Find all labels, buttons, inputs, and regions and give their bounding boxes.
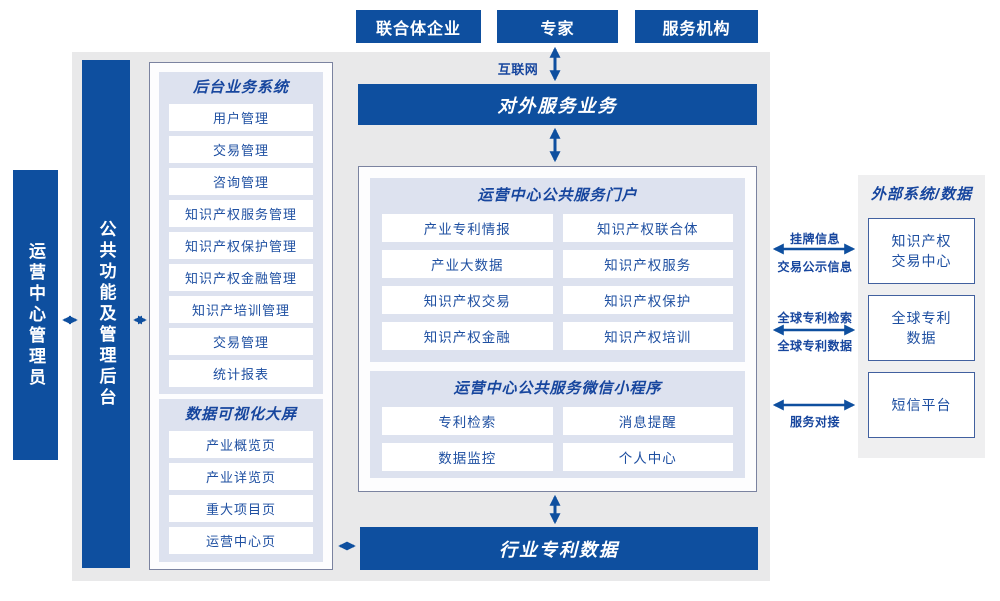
wechat-miniprogram-panel: 运营中心公共服务微信小程序 专利检索 消息提醒 数据监控 个人中心 — [370, 371, 745, 478]
portal-item-ip-training: 知识产权培训 — [562, 322, 733, 350]
backend-item-ip-protection-mgmt: 知识产权保护管理 — [169, 232, 313, 259]
backend-item-ip-service-mgmt: 知识产权服务管理 — [169, 200, 313, 227]
public-service-portal-title: 运营中心公共服务门户 — [477, 187, 638, 204]
actor-box-service-agency: 服务机构 — [635, 10, 758, 43]
portal-item-industry-patent-intel: 产业专利情报 — [382, 214, 553, 242]
portal-item-ip-finance: 知识产权金融 — [382, 322, 553, 350]
center-outer-box: 运营中心公共服务门户 产业专利情报 知识产权联合体 产业大数据 知识产权服务 知… — [358, 166, 757, 492]
service-connect-label: 服务对接 — [789, 415, 840, 429]
mini-item-message-reminder: 消息提醒 — [562, 407, 733, 435]
data-visualization-panel: 数据可视化大屏 产业概览页 产业详览页 重大项目页 运营中心页 — [159, 399, 323, 562]
backend-item-ip-training-mgmt: 知识产培训管理 — [169, 296, 313, 323]
screen-item-major-project: 重大项目页 — [169, 495, 313, 522]
portal-item-industry-bigdata: 产业大数据 — [382, 250, 553, 278]
actor-box-consortium-enterprise: 联合体企业 — [356, 10, 481, 43]
internet-label: 互联网 — [497, 62, 539, 77]
external-service-bar: 对外服务业务 — [358, 84, 757, 125]
screen-item-operation-center: 运营中心页 — [169, 527, 313, 554]
public-function-backend-bar: 公共功能及管理后台 — [82, 60, 130, 568]
external-systems-content: 外部系统/数据 知识产权 交易中心 全球专利 数据 短信平台 — [858, 175, 985, 458]
industry-patent-data-bar: 行业专利数据 — [360, 527, 758, 570]
portal-item-ip-service: 知识产权服务 — [562, 250, 733, 278]
portal-item-ip-protection: 知识产权保护 — [562, 286, 733, 314]
backend-item-stat-report: 统计报表 — [169, 360, 313, 387]
mini-item-patent-search: 专利检索 — [382, 407, 553, 435]
external-box-global-patent-data: 全球专利 数据 — [868, 295, 975, 361]
external-box-ip-trade-center: 知识产权 交易中心 — [868, 218, 975, 284]
external-box-sms-platform: 短信平台 — [868, 372, 975, 438]
screen-item-industry-overview: 产业概览页 — [169, 431, 313, 458]
trade-publicity-label: 交易公示信息 — [777, 260, 853, 274]
global-patent-data-label: 全球专利数据 — [777, 339, 853, 353]
backend-item-trade-mgmt-2: 交易管理 — [169, 328, 313, 355]
backend-outer-box: 后台业务系统 用户管理 交易管理 咨询管理 知识产权服务管理 知识产权保护管理 … — [149, 62, 333, 570]
wechat-miniprogram-title: 运营中心公共服务微信小程序 — [453, 380, 662, 397]
global-patent-search-label: 全球专利检索 — [777, 311, 853, 325]
mini-item-personal-center: 个人中心 — [562, 443, 733, 471]
listing-info-label: 挂牌信息 — [789, 232, 840, 246]
external-systems-title: 外部系统/数据 — [870, 186, 973, 203]
backend-item-user-mgmt: 用户管理 — [169, 104, 313, 131]
backend-item-trade-mgmt: 交易管理 — [169, 136, 313, 163]
backend-business-system-title: 后台业务系统 — [192, 79, 289, 96]
actor-box-expert: 专家 — [497, 10, 618, 43]
portal-item-ip-consortium: 知识产权联合体 — [562, 214, 733, 242]
public-service-portal-panel: 运营中心公共服务门户 产业专利情报 知识产权联合体 产业大数据 知识产权服务 知… — [370, 178, 745, 362]
backend-item-consult-mgmt: 咨询管理 — [169, 168, 313, 195]
screen-item-industry-detail: 产业详览页 — [169, 463, 313, 490]
backend-business-system-panel: 后台业务系统 用户管理 交易管理 咨询管理 知识产权服务管理 知识产权保护管理 … — [159, 72, 323, 394]
portal-item-ip-trade: 知识产权交易 — [382, 286, 553, 314]
backend-item-ip-finance-mgmt: 知识产权金融管理 — [169, 264, 313, 291]
operation-center-admin-bar: 运营中心管理员 — [13, 170, 58, 460]
data-visualization-title: 数据可视化大屏 — [184, 406, 297, 423]
mini-item-data-monitor: 数据监控 — [382, 443, 553, 471]
